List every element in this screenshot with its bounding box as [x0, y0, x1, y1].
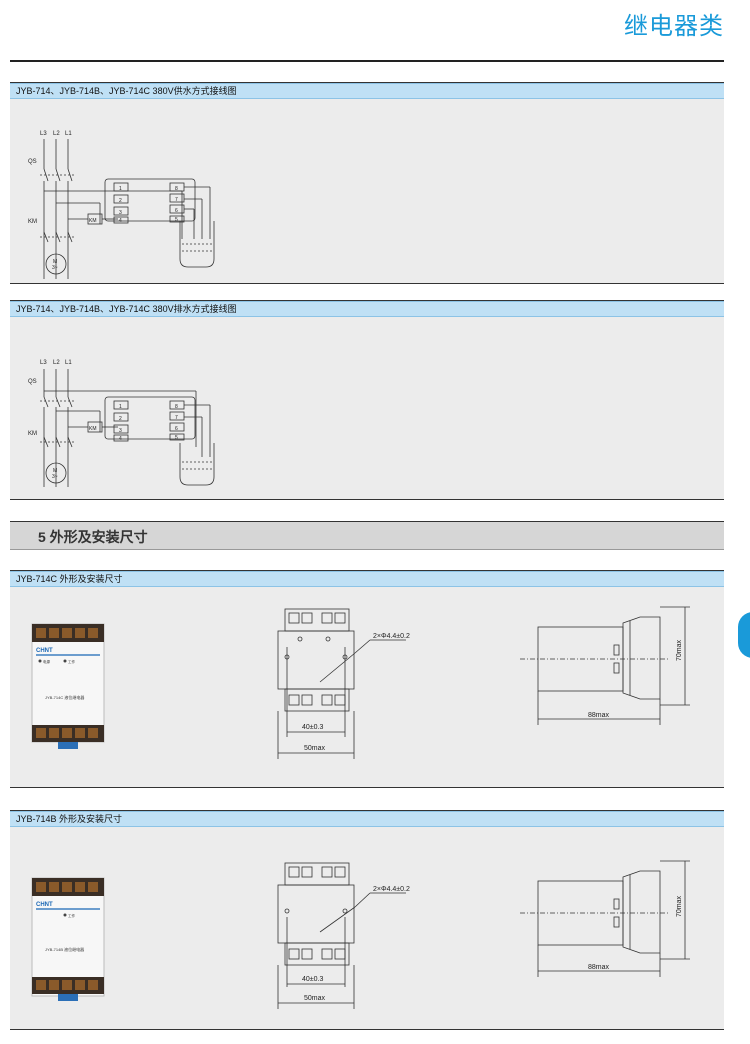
section-heading-dimensions: 5 外形及安装尺寸 [10, 521, 724, 550]
label-motor-3: 3~ [52, 474, 58, 480]
dimension-panel-714b: JYB-714B 外形及安装尺寸 CHNT 工作 JYB-714B 液位继电器 [10, 810, 724, 1030]
dimension-drawing-714c: CHNT 电源 工作 JYB-714C 液位继电器 [31, 606, 690, 759]
label-l2: L2 [53, 360, 60, 366]
product-photo-714c: CHNT 电源 工作 JYB-714C 液位继电器 [31, 623, 105, 749]
indicator-1-label: 电源 [43, 659, 50, 664]
terminal-3: 3 [119, 428, 122, 434]
depth-label: 88max [588, 964, 610, 971]
height-label: 70max [676, 895, 683, 917]
product-model-label: JYB-714C 液位继电器 [45, 694, 84, 700]
hole-spec-label: 2×Φ4.4±0.2 [373, 886, 410, 893]
label-l3: L3 [40, 360, 47, 366]
label-qs: QS [28, 379, 37, 385]
height-label: 70max [676, 639, 683, 661]
wiring-title-drain: JYB-714、JYB-714B、JYB-714C 380V排水方式接线图 [10, 301, 724, 317]
product-brand: CHNT [36, 648, 53, 654]
wiring-panel-supply: JYB-714、JYB-714B、JYB-714C 380V供水方式接线图 [10, 82, 724, 284]
product-brand: CHNT [36, 902, 53, 908]
wiring-panel-drain: JYB-714、JYB-714B、JYB-714C 380V排水方式接线图 [10, 300, 724, 500]
hole-pitch-label: 40±0.3 [302, 976, 323, 983]
terminal-1: 1 [119, 404, 122, 410]
terminal-3: 3 [119, 210, 122, 216]
dimension-drawing-714b: CHNT 工作 JYB-714B 液位继电器 2×Φ4.4±0.2 40± [31, 860, 690, 1009]
terminal-6: 6 [175, 426, 178, 432]
label-km-coil: KM [89, 218, 97, 224]
dimension-title-714c: JYB-714C 外形及安装尺寸 [10, 571, 724, 587]
label-km: KM [28, 431, 37, 437]
product-model-label: JYB-714B 液位继电器 [45, 946, 84, 952]
label-km-coil: KM [89, 426, 97, 432]
terminal-4: 4 [119, 436, 122, 442]
label-l3: L3 [40, 131, 47, 137]
label-l1: L1 [65, 360, 72, 366]
side-page-tab[interactable] [738, 612, 750, 658]
front-view-714b [277, 862, 406, 1009]
label-motor-3: 3~ [52, 265, 58, 271]
terminal-7: 7 [175, 415, 178, 421]
label-motor-m: M [53, 468, 57, 474]
label-qs: QS [28, 159, 37, 165]
indicator-1-label: 工作 [68, 913, 75, 918]
section-heading-text: 5 外形及安装尺寸 [38, 529, 148, 545]
hole-pitch-label: 40±0.3 [302, 724, 323, 731]
front-view-714c [277, 608, 406, 759]
page-category-title: 继电器类 [624, 13, 724, 40]
indicator-2-label: 工作 [68, 659, 75, 664]
terminal-2: 2 [119, 198, 122, 204]
wiring-diagram-drain: L3 L2 L1 QS KM KM M 3~ 1 2 3 4 8 7 6 5 [28, 360, 215, 487]
width-label: 50max [304, 745, 326, 752]
dimension-title-714b: JYB-714B 外形及安装尺寸 [10, 811, 724, 827]
terminal-2: 2 [119, 416, 122, 422]
terminal-6: 6 [175, 208, 178, 214]
label-km: KM [28, 219, 37, 225]
side-view-714c [520, 606, 690, 725]
product-photo-714b: CHNT 工作 JYB-714B 液位继电器 [31, 877, 105, 1001]
terminal-4: 4 [119, 218, 122, 224]
dimension-panel-714c: JYB-714C 外形及安装尺寸 CHNT 电源 工作 JYB-714C 液位继… [10, 570, 724, 788]
terminal-8: 8 [175, 404, 178, 410]
label-l2: L2 [53, 131, 60, 137]
hole-spec-label: 2×Φ4.4±0.2 [373, 633, 410, 640]
depth-label: 88max [588, 712, 610, 719]
terminal-5: 5 [175, 217, 178, 223]
side-view-714b [520, 860, 690, 977]
label-l1: L1 [65, 131, 72, 137]
width-label: 50max [304, 995, 326, 1002]
wiring-diagram-supply: L3 L2 L1 QS KM KM M 3~ 1 2 3 4 8 7 6 5 [28, 131, 215, 279]
terminal-5: 5 [175, 435, 178, 441]
terminal-7: 7 [175, 197, 178, 203]
header-divider [10, 60, 724, 62]
label-motor-m: M [53, 259, 57, 265]
terminal-1: 1 [119, 186, 122, 192]
terminal-8: 8 [175, 186, 178, 192]
wiring-title-supply: JYB-714、JYB-714B、JYB-714C 380V供水方式接线图 [10, 83, 724, 99]
